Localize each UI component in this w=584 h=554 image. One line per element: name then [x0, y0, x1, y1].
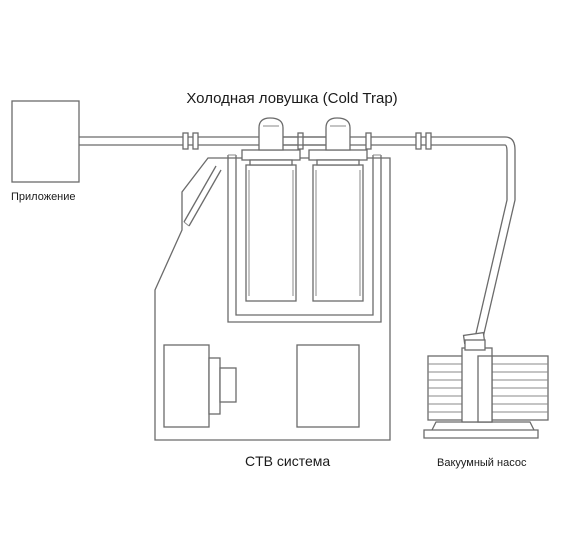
vacuum-line-pipe — [79, 132, 516, 345]
vacuum-pump-label: Вакуумный насос — [437, 457, 527, 469]
pipe-over-heads — [283, 136, 326, 146]
refrigeration-unit — [163, 344, 237, 428]
trap-cylinder-right — [308, 117, 368, 302]
cold-trap-title: Холодная ловушка (Cold Trap) — [186, 90, 398, 107]
control-panel — [296, 344, 360, 428]
ctb-system-label: CTB система — [245, 453, 331, 469]
cold-trap-chamber — [227, 154, 382, 323]
application-label: Приложение — [11, 191, 76, 203]
application-box — [11, 100, 80, 183]
vacuum-pump — [423, 339, 549, 439]
trap-cylinder-left — [241, 117, 301, 302]
